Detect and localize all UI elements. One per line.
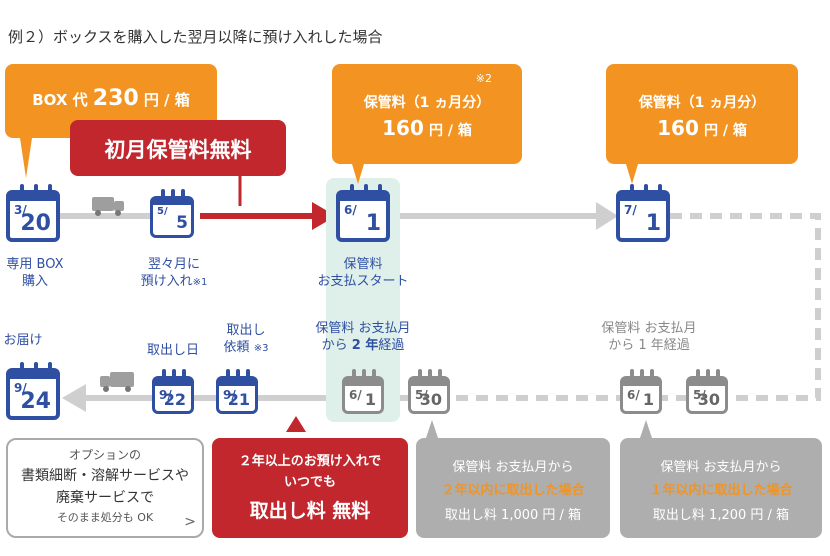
free-retrieval-callout: ２年以上のお預け入れで いつでも 取出し料 無料 (212, 438, 408, 538)
calendar-9-24-icon: 9/24 (6, 362, 60, 420)
chevron-right-icon[interactable]: > (184, 514, 196, 530)
calendar-6-1-grey-icon: 6/1 (342, 369, 384, 414)
red-arrow-head (312, 202, 336, 230)
payment-start-label: 保管料お支払スタート (317, 257, 409, 289)
free-first-text: 初月保管料無料 (104, 138, 252, 162)
fee1-note: ※2 (475, 72, 492, 85)
fee2-price: 160 (657, 116, 699, 140)
bottom-arrow-head (62, 384, 86, 412)
truck-icon (92, 197, 124, 216)
fee1-tail (352, 164, 364, 184)
storage-fee-callout-1: ※2 保管料（1 ヵ月分） 160 円 / 箱 (332, 64, 522, 164)
deposit-label: 翌々月に 預け入れ※1 (140, 257, 208, 289)
calendar-5-30-icon: 5/30 (408, 369, 450, 414)
two-years-label: 保管料 お支払月 から 2 年経過 (315, 321, 411, 353)
options-line4: そのまま処分も OK (56, 511, 154, 524)
options-line1: オプションの (68, 448, 141, 462)
calendar-7-1-icon: 7/1 (616, 184, 670, 242)
timeline-dashed-loop (440, 213, 821, 401)
fee1-price: 160 (382, 116, 424, 140)
options-line2: 書類細断・溶解サービスや (21, 468, 189, 484)
delivery-label: お届け (3, 333, 43, 348)
box-label: BOX 代 (32, 91, 88, 109)
within1-line1: 保管料 お支払月から (660, 460, 782, 475)
within-one-year-callout: 保管料 お支払月から １年以内に取出した場合 取出し料 1,200 円 / 箱 (620, 438, 822, 538)
free-retrieval-line1: ２年以上のお預け入れで (238, 454, 382, 469)
request-label: 取出し 依頼 ※3 (223, 323, 269, 355)
red-pointer (286, 416, 306, 432)
within-two-years-callout: 保管料 お支払月から ２年以内に取出した場合 取出し料 1,000 円 / 箱 (416, 438, 610, 538)
calendar-9-21-icon: 9/21 (216, 369, 258, 414)
calendar-6-1-icon: 6/1 (336, 184, 390, 242)
calendar-6-1-grey-2-icon: 6/1 (620, 369, 662, 414)
free-retrieval-line3: 取出し料 無料 (249, 500, 371, 522)
truck-icon (100, 372, 134, 392)
within1-line3: 取出し料 1,200 円 / 箱 (652, 508, 790, 523)
within2-line1: 保管料 お支払月から (452, 460, 574, 475)
retrieval-day-label: 取出し日 (146, 343, 199, 358)
free-retrieval-line2: いつでも (283, 475, 336, 490)
box-price: 230 (92, 86, 139, 111)
calendar-3-20-icon: 3/20 (6, 184, 60, 242)
options-bubble[interactable]: オプションの 書類細断・溶解サービスや 廃棄サービスで そのまま処分も OK > (6, 438, 204, 538)
within2-line2: ２年以内に取出した場合 (441, 483, 585, 498)
fee2-label: 保管料（1 ヵ月分） (638, 95, 766, 111)
free-first-month-callout: 初月保管料無料 (70, 120, 286, 176)
storage-fee-callout-2: 保管料（1 ヵ月分） 160 円 / 箱 (606, 64, 798, 164)
calendar-5-30-2-icon: 5/30 (686, 369, 728, 414)
box-callout-tail (20, 138, 32, 178)
within2-tail (426, 420, 438, 438)
fee1-label: 保管料（1 ヵ月分） (363, 95, 491, 111)
grey-arrow-head (596, 202, 618, 230)
page-title: 例２）ボックスを購入した翌月以降に預け入れした場合 (8, 28, 383, 46)
within2-line3: 取出し料 1,000 円 / 箱 (444, 508, 582, 523)
one-year-label: 保管料 お支払月から 1 年経過 (601, 321, 697, 353)
calendar-5-5-icon: 5/5 (150, 189, 194, 238)
options-line3: 廃棄サービスで (56, 490, 154, 506)
box-unit: 円 / 箱 (143, 91, 190, 109)
within1-line2: １年以内に取出した場合 (649, 483, 793, 498)
calendar-9-22-icon: 9/22 (152, 369, 194, 414)
fee1-unit: 円 / 箱 (428, 123, 472, 139)
fee2-tail (626, 164, 638, 184)
within1-tail (640, 420, 652, 438)
fee2-unit: 円 / 箱 (703, 123, 747, 139)
